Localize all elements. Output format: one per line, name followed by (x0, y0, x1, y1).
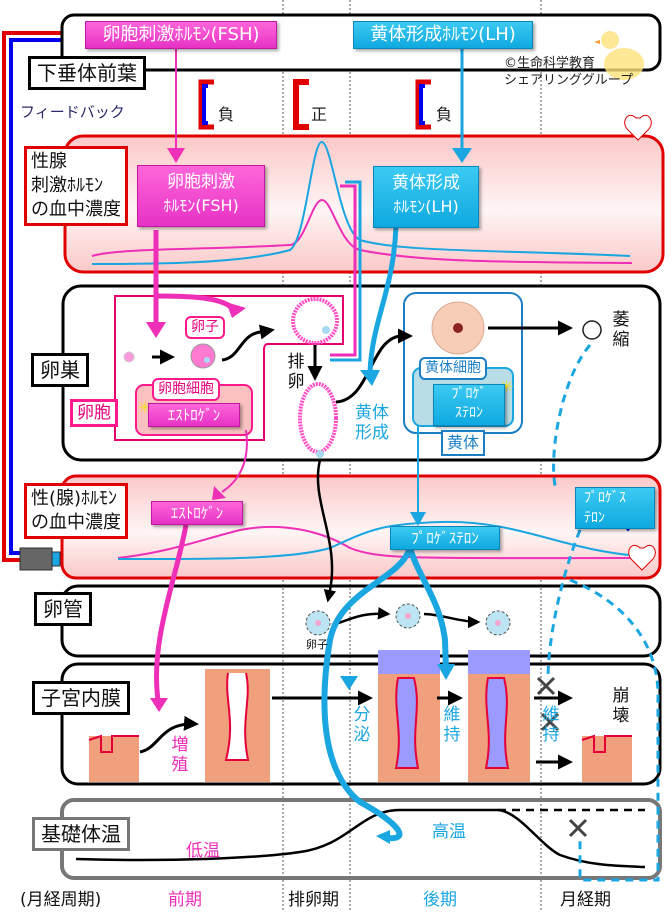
progesterone-ovary-line-1: ﾌﾟﾛｹﾞ (451, 386, 487, 402)
maintain-label-2: 維持 (542, 705, 560, 745)
feedback-bracket-positive (293, 79, 309, 130)
feedback-negative-2: 負 (436, 105, 453, 124)
chick-mascot-icon (594, 31, 644, 80)
fsh-box-line-2: ﾎﾙﾓﾝ(FSH) (163, 196, 239, 215)
phase-luteal: 後期 (423, 890, 457, 910)
lh-curve (91, 140, 631, 265)
feedback-negative-1: 負 (218, 105, 235, 124)
progesterone-blood-label: ﾌﾟﾛｹﾞｽﾃﾛﾝ (390, 526, 500, 550)
ruptured-follicle (298, 382, 338, 454)
fsh-down-arrow (167, 148, 185, 163)
estrogen-to-endometrium-arrow (154, 524, 189, 701)
estrogen-blood-label: ｴｽﾄﾛｹﾞﾝ (151, 501, 243, 525)
progesterone-curve (117, 520, 641, 561)
gonadotropin-label-line-3: の血中濃度 (31, 199, 121, 220)
blocked-x-mark-2 (540, 712, 560, 732)
secretion-label: 分泌 (353, 705, 371, 745)
maintain-label-1: 維持 (443, 705, 461, 745)
lh-down-arrow (452, 148, 472, 163)
section-label-sex-hormone-level: 性(腺)ﾎﾙﾓﾝ の血中濃度 (24, 483, 128, 539)
endometrium-thin-1 (89, 736, 139, 782)
section-label-endometrium: 子宮内膜 (32, 681, 130, 715)
sex-hormone-blood-panel (60, 474, 662, 580)
feedback-label: フィードバック (20, 103, 125, 121)
lh-box-line-2: ﾎﾙﾓﾝ(LH) (393, 197, 459, 216)
lh-box: 黄体形成 ﾎﾙﾓﾝ(LH) (373, 166, 479, 228)
follicle-region (114, 295, 344, 441)
section-label-basal-temp: 基礎体温 (32, 817, 130, 851)
phase-menstrual: 月経期 (560, 890, 611, 910)
estrogen-to-blood-arrow (221, 429, 248, 493)
luteal-cell-label: 黄体細胞 (419, 357, 487, 380)
endometrium-thin-2 (582, 736, 632, 782)
gonadotropin-label-line-1: 性腺 (31, 151, 67, 172)
growing-follicle (190, 343, 216, 369)
fsh-curve (91, 198, 633, 264)
oviduct-egg-label: 卵子 (306, 638, 328, 651)
progesterone-effect-arrow (321, 546, 413, 842)
endometrium-panel (60, 662, 662, 786)
section-label-gonadotropin-level: 性腺 刺激ﾎﾙﾓﾝ の血中濃度 (24, 146, 128, 226)
endometrium-secretory-1 (378, 650, 440, 782)
feedback-positive: 正 (311, 105, 328, 124)
progesterone-drop-line-2: ﾃﾛﾝ (584, 510, 605, 526)
follicle-label: 卵胞 (70, 399, 118, 427)
sex-hormone-label-line-2: の血中濃度 (31, 512, 121, 533)
progesterone-ovary-label: ﾌﾟﾛｹﾞ ｽﾃﾛﾝ (433, 384, 505, 426)
section-label-ovary: 卵巣 (31, 353, 89, 387)
phase-ovulatory: 排卵期 (288, 890, 339, 910)
primordial-follicle (123, 351, 135, 363)
feedback-bracket-negative-2 (415, 79, 431, 130)
section-label-pituitary: 下垂体前葉 (28, 56, 146, 90)
blocked-x-mark-1 (536, 676, 556, 696)
progesterone-ovary-line-2: ｽﾃﾛﾝ (455, 405, 483, 421)
basal-temp-panel (60, 798, 662, 880)
mature-follicle (291, 297, 339, 345)
high-temp-label: 高温 (432, 822, 466, 842)
phase-follicular: 前期 (168, 890, 202, 910)
progesterone-drop-line-1: ﾌﾟﾛｹﾞｽ (584, 490, 626, 506)
camera-icon (19, 547, 61, 571)
feedback-bracket-negative-1 (198, 79, 214, 130)
atrophied-body (582, 320, 602, 340)
atrophy-dashed-path (552, 344, 592, 491)
blocked-x-mark-3 (568, 818, 588, 838)
low-temp-label: 低温 (186, 841, 220, 861)
fsh-top-label: 卵胞刺激ﾎﾙﾓﾝ(FSH) (85, 21, 277, 49)
heart-icon (624, 114, 656, 571)
lh-to-corpus-luteum-arrow (367, 224, 399, 373)
estrogen-ovary-label: ｴｽﾄﾛｹﾞﾝ (148, 403, 240, 427)
credit-line-2: シェアリンググループ (504, 73, 633, 88)
credit-line-1: ©生命科学教育 (504, 56, 596, 71)
collapse-label: 崩壊 (612, 686, 630, 726)
lh-top-label: 黄体形成ﾎﾙﾓﾝ(LH) (353, 21, 533, 49)
progesterone-drop-label: ﾌﾟﾛｹﾞｽ ﾃﾛﾝ (575, 487, 655, 529)
fsh-box-line-1: 卵胞刺激 (167, 172, 235, 192)
cycle-title: (月経周期) (20, 890, 102, 910)
fsh-box: 卵胞刺激 ﾎﾙﾓﾝ(FSH) (137, 165, 265, 227)
corpus-luteum-label: 黄体 (441, 430, 486, 456)
atrophy-label: 萎縮 (612, 310, 630, 350)
basal-temp-curve (75, 808, 646, 869)
oocyte-label: 卵子 (185, 316, 225, 339)
gonadotropin-label-line-2: 刺激ﾎﾙﾓﾝ (31, 175, 103, 196)
ovulation-label: 排卵 (287, 352, 305, 392)
luteinization-label: 黄体形成 (355, 403, 389, 443)
lh-box-line-1: 黄体形成 (392, 173, 460, 193)
follicle-cell-label: 卵胞細胞 (152, 378, 220, 401)
proliferation-label: 増殖 (171, 735, 189, 775)
section-label-oviduct: 卵管 (34, 592, 92, 626)
sex-hormone-label-line-1: 性(腺)ﾎﾙﾓﾝ (31, 488, 118, 509)
endometrium-secretory-2 (468, 650, 530, 782)
